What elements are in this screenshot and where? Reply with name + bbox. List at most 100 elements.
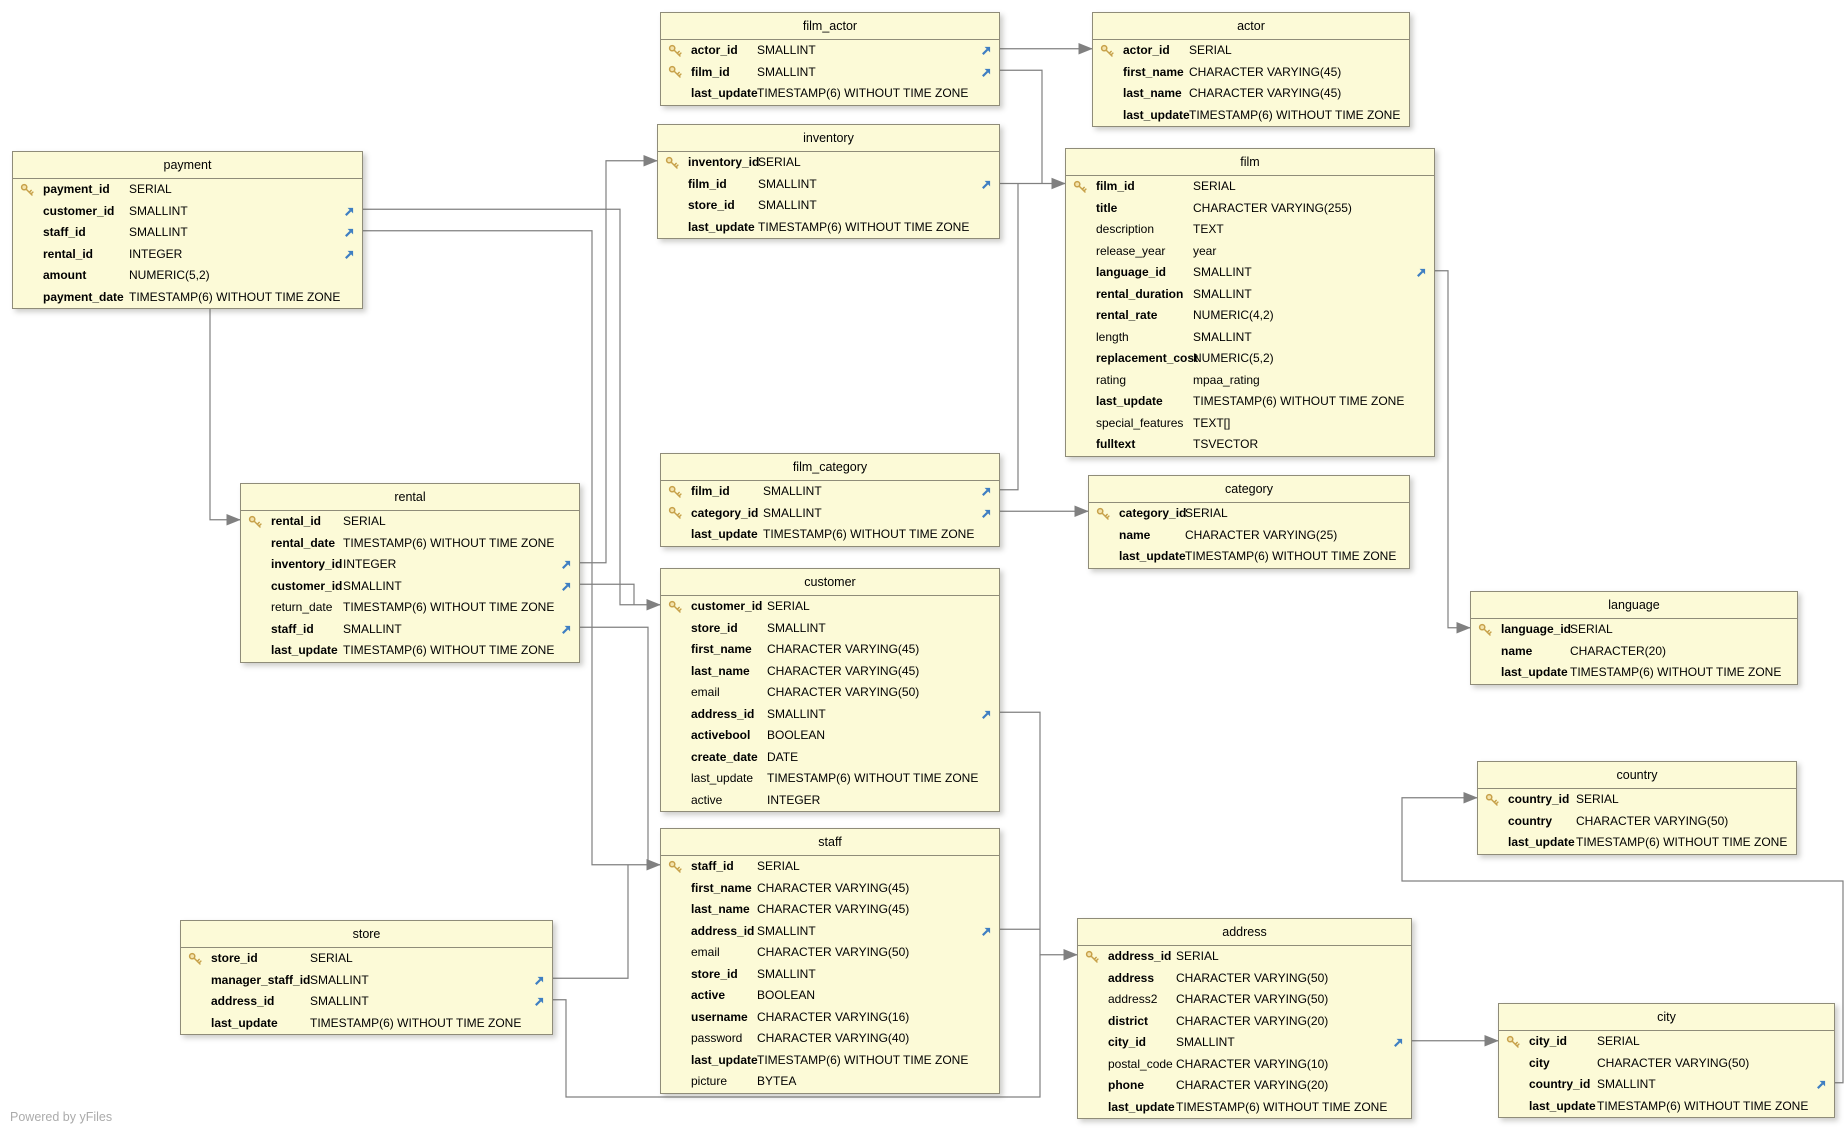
edge-payment.rental_id-to-rental.rental_id[interactable] <box>209 306 241 526</box>
edge-film_category.film_id-to-film.film_id[interactable] <box>1000 183 1019 491</box>
field-name: password <box>691 1031 743 1045</box>
table-field-row: picture BYTEA <box>661 1071 999 1093</box>
field-name: amount <box>43 268 87 282</box>
field-name: email <box>691 945 720 959</box>
field-name: staff_id <box>43 225 86 239</box>
table-field-row: last_update TIMESTAMP(6) WITHOUT TIME ZO… <box>1078 1097 1411 1119</box>
edge-rental.customer_id-to-customer.customer_id[interactable] <box>580 583 635 605</box>
edge-payment.customer_id-to-customer.customer_id[interactable] <box>363 208 661 611</box>
field-type: CHARACTER(20) <box>1570 643 1667 658</box>
table-field-row: inventory_id SERIAL <box>658 152 999 174</box>
field-name: store_id <box>688 198 735 212</box>
table-film[interactable]: film film_id SERIAL title CHARACTER VARY… <box>1065 148 1435 457</box>
edge-rental.inventory_id-to-inventory.inventory_id[interactable] <box>580 154 658 564</box>
edge-payment.staff_id-to-staff.staff_id[interactable] <box>363 230 661 871</box>
table-title[interactable]: actor <box>1093 13 1409 40</box>
table-film_actor[interactable]: film_actor actor_id SMALLINT film_id SMA… <box>660 12 1000 106</box>
field-type: CHARACTER VARYING(50) <box>1576 813 1729 828</box>
table-title[interactable]: inventory <box>658 125 999 152</box>
table-field-row: customer_id SMALLINT <box>241 576 579 598</box>
table-address[interactable]: address address_id SERIAL address CHARAC… <box>1077 918 1412 1119</box>
table-title[interactable]: customer <box>661 569 999 596</box>
table-field-row: staff_id SMALLINT <box>241 619 579 641</box>
field-name: payment_date <box>43 289 124 304</box>
field-type: CHARACTER VARYING(50) <box>1597 1055 1750 1070</box>
table-actor[interactable]: actor actor_id SERIAL first_name CHARACT… <box>1092 12 1410 127</box>
edge-film.language_id-to-language.language_id[interactable] <box>1435 270 1471 634</box>
table-title[interactable]: language <box>1471 592 1797 619</box>
field-name: actor_id <box>691 43 738 57</box>
table-payment[interactable]: payment payment_id SERIAL customer_id SM… <box>12 151 363 309</box>
primary-key-icon <box>1096 507 1110 521</box>
field-name: inventory_id <box>271 557 343 571</box>
table-title[interactable]: payment <box>13 152 362 179</box>
edge-rental.staff_id-to-staff.staff_id[interactable] <box>580 626 649 865</box>
field-type: SERIAL <box>757 859 800 873</box>
table-store[interactable]: store store_id SERIAL manager_staff_id S… <box>180 920 553 1035</box>
field-name: last_update <box>691 86 758 100</box>
table-title[interactable]: staff <box>661 829 999 856</box>
table-field-row: address_id SERIAL <box>1078 946 1411 968</box>
field-name: address_id <box>691 923 755 938</box>
field-type: CHARACTER VARYING(25) <box>1185 527 1338 542</box>
edge-customer.address_id-to-address.address_id[interactable] <box>1000 711 1078 961</box>
field-type: TIMESTAMP(6) WITHOUT TIME ZONE <box>343 535 555 550</box>
table-fields: store_id SERIAL manager_staff_id SMALLIN… <box>181 948 552 1034</box>
primary-key-icon <box>1485 793 1499 807</box>
table-field-row: city_id SMALLINT <box>1078 1032 1411 1054</box>
field-name: city <box>1529 1055 1550 1070</box>
table-title[interactable]: country <box>1478 762 1796 789</box>
table-field-row: staff_id SERIAL <box>661 856 999 878</box>
table-field-row: username CHARACTER VARYING(16) <box>661 1007 999 1029</box>
table-fields: film_id SERIAL title CHARACTER VARYING(2… <box>1066 176 1434 456</box>
table-title[interactable]: address <box>1078 919 1411 946</box>
table-field-row: last_update TIMESTAMP(6) WITHOUT TIME ZO… <box>1066 391 1434 413</box>
table-title[interactable]: film <box>1066 149 1434 176</box>
table-field-row: country_id SMALLINT <box>1499 1074 1834 1096</box>
table-title[interactable]: city <box>1499 1004 1834 1031</box>
field-name: first_name <box>691 880 752 895</box>
table-title[interactable]: rental <box>241 484 579 511</box>
field-type: TIMESTAMP(6) WITHOUT TIME ZONE <box>763 527 975 541</box>
table-title[interactable]: film_actor <box>661 13 999 40</box>
table-rental[interactable]: rental rental_id SERIAL rental_date TIME… <box>240 483 580 663</box>
field-type: CHARACTER VARYING(20) <box>1176 1078 1329 1092</box>
primary-key-icon <box>665 156 679 170</box>
table-customer[interactable]: customer customer_id SERIAL store_id SMA… <box>660 568 1000 812</box>
foreign-key-arrow-icon <box>560 623 573 636</box>
edge-city.country_id-to-country.country_id[interactable] <box>1401 791 1844 1084</box>
table-city[interactable]: city city_id SERIAL city CHARACTER VARYI… <box>1498 1003 1835 1118</box>
table-title[interactable]: film_category <box>661 454 999 481</box>
table-category[interactable]: category category_id SERIAL name CHARACT… <box>1088 475 1410 569</box>
table-title[interactable]: store <box>181 921 552 948</box>
field-name: category_id <box>691 505 759 520</box>
field-type: SERIAL <box>129 182 172 196</box>
foreign-key-arrow-icon <box>980 66 993 79</box>
primary-key-icon <box>1506 1035 1520 1049</box>
foreign-key-arrow-icon <box>343 226 356 239</box>
table-field-row: name CHARACTER(20) <box>1471 641 1797 663</box>
table-country[interactable]: country country_id SERIAL country CHARAC… <box>1477 761 1797 855</box>
table-field-row: inventory_id INTEGER <box>241 554 579 576</box>
table-inventory[interactable]: inventory inventory_id SERIAL film_id SM… <box>657 124 1000 239</box>
field-type: CHARACTER VARYING(50) <box>1176 992 1329 1006</box>
field-type: BOOLEAN <box>767 728 826 742</box>
edge-store.address_id-to-address.address_id[interactable] <box>553 954 1041 1098</box>
table-field-row: actor_id SERIAL <box>1093 40 1409 62</box>
foreign-key-arrow-icon <box>1815 1078 1828 1091</box>
edge-film_actor.film_id-to-film.film_id[interactable] <box>1000 69 1043 184</box>
field-type: SMALLINT <box>1193 286 1252 301</box>
field-type: TIMESTAMP(6) WITHOUT TIME ZONE <box>757 1052 969 1067</box>
edge-store.manager_staff_id-to-staff.staff_id[interactable] <box>553 864 629 979</box>
field-type: SERIAL <box>343 514 386 528</box>
table-language[interactable]: language language_id SERIAL name CHARACT… <box>1470 591 1798 685</box>
primary-key-icon <box>1478 623 1492 637</box>
table-title[interactable]: category <box>1089 476 1409 503</box>
field-type: CHARACTER VARYING(50) <box>757 945 910 959</box>
table-film_category[interactable]: film_category film_id SMALLINT category_… <box>660 453 1000 547</box>
field-name: film_id <box>691 64 730 79</box>
field-name: rental_duration <box>1096 286 1184 301</box>
table-field-row: city CHARACTER VARYING(50) <box>1499 1053 1834 1075</box>
field-type: SERIAL <box>758 155 801 169</box>
table-staff[interactable]: staff staff_id SERIAL first_name CHARACT… <box>660 828 1000 1094</box>
